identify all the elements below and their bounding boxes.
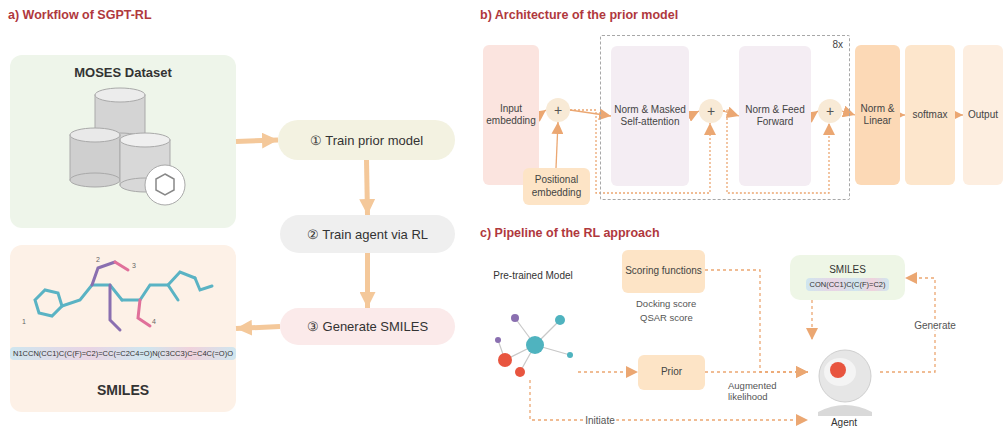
attention-box: Norm & Masked Self-attention [611,46,689,186]
connector-arrow [570,110,611,116]
panel-ground [10,55,236,228]
node-text: ③ Generate SMILES [307,319,428,334]
prior-box: Prior [638,355,705,390]
connector-arrow [365,253,370,308]
node-text: Agent [831,417,857,428]
connector-arrow [811,300,812,340]
score-note: Docking score [636,298,696,309]
softmax-box: softmax [905,45,955,185]
robot-head [818,350,872,416]
callout-number: 1 [22,318,26,325]
node-text: MOSES Dataset [74,65,172,80]
callout-number: 2 [96,256,100,263]
connector-arrow [539,110,546,115]
node-text: Norm & Masked Self-attention [613,104,687,129]
add-circle: + [818,99,842,123]
output-box: Output [963,45,1003,185]
node-text: ① Train prior model [310,133,423,148]
connector-arrow [955,114,963,115]
panel-heading: b) Architecture of the prior model [480,8,678,22]
node-text: Norm & Linear [857,103,898,128]
panel-ground [10,245,236,412]
callout-number: 4 [152,318,156,325]
step-box: ① Train prior model [278,120,455,160]
node-text: Scoring functions [625,265,702,278]
output-panel: N1CCN(CC1)C(C(F)=C2)=CC(=C2C4=O)N(C3CC3)… [10,245,236,412]
node-text: SMILES [97,382,149,398]
connector-arrow [689,111,699,116]
node-text: Pre-trained Model [493,270,572,283]
node-text: Output [968,109,998,122]
node-text: + [707,103,715,119]
node-text: 8x [832,39,843,50]
node-text: N1CCN(CC1)C(C(F)=C2)=CC(=C2C4=O)N(C3CC3)… [10,347,236,360]
connector-arrow [705,371,808,372]
node-text: Norm & Feed Forward [741,104,809,129]
node-text: SMILES [829,264,866,275]
repeat-block: 8xNorm & Masked Self-attention + Norm & Fe… [600,35,850,200]
connector-arrow [367,160,368,215]
node-text: softmax [912,109,947,122]
node-text: ② Train agent via RL [307,227,428,242]
add-circle: + [546,98,570,122]
feedforward-box: Norm & Feed Forward [739,46,811,186]
smiles-box: SMILES CON(CC1)C(C(F)=C2) [790,255,905,300]
embedding-box: Input embedding [483,45,539,185]
connector-arrow [723,111,739,116]
molecule-drawing [35,262,212,330]
flow-note: Augmented likelihood [728,380,792,403]
node-text: + [826,103,834,119]
step-box: ② Train agent via RL [280,215,455,253]
node-text: CON(CC1)C(C(F)=C2) [806,278,888,291]
dataset-panel: MOSES Dataset [10,55,236,228]
model-node: Pre-trained Model [488,270,578,380]
step-box: ③ Generate SMILES [280,308,455,345]
scoring-box: Scoring functions [622,250,705,293]
edge-label: Generate [912,320,958,331]
node-text: Prior [661,366,682,379]
node-text: + [554,102,562,118]
score-note: QSAR score [640,312,693,323]
linear-box: Norm & Linear [855,45,900,185]
panel-heading: c) Pipeline of the RL approach [480,226,660,240]
connector-arrow [236,140,278,142]
connector-arrow [811,111,818,116]
node-text: Positional embedding [525,174,588,199]
embedding-box: Positional embedding [523,168,590,205]
add-circle: + [699,99,723,123]
panel-heading: a) Workflow of SGPT-RL [8,8,152,22]
edge-label: Initiate [583,415,616,426]
connector-arrow [236,327,280,329]
node-text: Input embedding [485,103,537,128]
agent-node: Agent [808,340,880,431]
connector-arrow [556,122,558,168]
database-icon [70,88,185,205]
connector-arrow [842,111,855,115]
network-icon [495,314,573,377]
connector-arrow [578,371,638,372]
callout-number: 3 [132,262,136,269]
